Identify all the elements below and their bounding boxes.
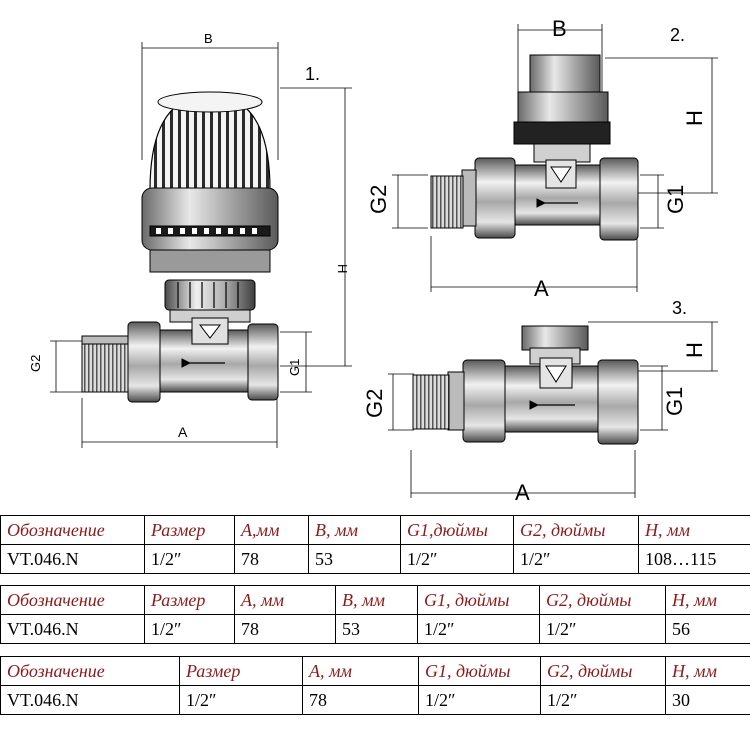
- spec-table-2: Обозначение Размер А, мм В, мм G1, дюймы…: [0, 585, 750, 644]
- view-2-number: 2.: [670, 25, 685, 45]
- valve-view-2: [392, 24, 718, 292]
- spec-table-1: Обозначение Размер А,мм В, мм G1,дюймы G…: [0, 515, 750, 574]
- view-1-number: 1.: [305, 64, 320, 84]
- cell-b: 53: [335, 614, 418, 644]
- table-row: Обозначение Размер А, мм В, мм G1, дюймы…: [0, 585, 750, 615]
- header-g2-inches: G2, дюймы: [540, 656, 666, 686]
- header-g2-inches: G2, дюймы: [513, 515, 639, 545]
- view-1-B-label: B: [204, 31, 213, 46]
- left-thread-3: [412, 374, 450, 430]
- header-designation: Обозначение: [0, 585, 145, 615]
- table-row: VT.046.N 1/2″ 78 1/2″ 1/2″ 30: [0, 685, 750, 715]
- valve-view-3: [388, 321, 718, 498]
- cell-h: 56: [665, 614, 750, 644]
- header-size: Размер: [144, 515, 235, 545]
- header-designation: Обозначение: [0, 656, 180, 686]
- cell-h: 30: [665, 685, 750, 715]
- view-1-A-label: A: [178, 424, 188, 440]
- view-2-H-label: H: [682, 110, 707, 126]
- header-b-mm: В, мм: [335, 585, 418, 615]
- cell-designation: VT.046.N: [0, 685, 180, 715]
- view-3-H-label: H: [682, 342, 707, 358]
- table-row: Обозначение Размер А,мм В, мм G1,дюймы G…: [0, 515, 750, 545]
- cell-size: 1/2″: [179, 685, 303, 715]
- view-3-G1-label: G1: [662, 387, 687, 416]
- right-nut-2: [599, 157, 639, 241]
- cell-g2: 1/2″: [540, 685, 666, 715]
- header-b-mm: В, мм: [308, 515, 401, 545]
- right-nut-3: [597, 359, 639, 445]
- cell-g1: 1/2″: [418, 685, 541, 715]
- header-a-mm: А, мм: [234, 585, 336, 615]
- cell-designation: VT.046.N: [0, 544, 145, 574]
- cell-a: 78: [234, 544, 309, 574]
- header-g1-inches: G1, дюймы: [418, 656, 541, 686]
- view-2-G1-label: G1: [663, 185, 688, 214]
- cell-b: 53: [308, 544, 401, 574]
- header-h-mm: Н, мм: [665, 585, 750, 615]
- valve-drawings: 1. B H G2 G1 A: [28, 16, 718, 505]
- protective-cap-2: [529, 54, 601, 96]
- view-2-B-label: B: [552, 16, 567, 41]
- view-3-G2-label: G2: [362, 389, 387, 418]
- cell-g1: 1/2″: [400, 544, 514, 574]
- cell-g1: 1/2″: [417, 614, 540, 644]
- spec-table-3: Обозначение Размер А, мм G1, дюймы G2, д…: [0, 656, 750, 715]
- table-row: Обозначение Размер А, мм G1, дюймы G2, д…: [0, 656, 750, 686]
- cell-designation: VT.046.N: [0, 614, 145, 644]
- dimension-lines-1: [50, 42, 352, 448]
- view-3-A-label: A: [515, 480, 530, 505]
- view-1-H-label: H: [335, 264, 350, 273]
- header-g1-inches: G1,дюймы: [400, 515, 514, 545]
- header-g2-inches: G2, дюймы: [539, 585, 666, 615]
- cell-a: 78: [234, 614, 336, 644]
- table-row: VT.046.N 1/2″ 78 53 1/2″ 1/2″ 108…115: [0, 544, 750, 574]
- cell-a: 78: [302, 685, 419, 715]
- view-1-G1-label: G1: [287, 359, 302, 376]
- view-2-G2-label: G2: [366, 185, 391, 214]
- view-1-G2-label: G2: [28, 355, 43, 372]
- left-thread-2: [430, 175, 464, 229]
- left-thread: [81, 339, 129, 393]
- cell-g2: 1/2″: [539, 614, 666, 644]
- header-size: Размер: [144, 585, 235, 615]
- header-a-mm: А,мм: [234, 515, 309, 545]
- cell-size: 1/2″: [144, 544, 235, 574]
- view-2-A-label: A: [534, 276, 549, 301]
- thermo-head-ring: [141, 187, 279, 251]
- cell-g2: 1/2″: [513, 544, 639, 574]
- protective-cap-3: [521, 325, 589, 351]
- valve-view-1: [50, 42, 352, 448]
- cell-size: 1/2″: [144, 614, 235, 644]
- header-g1-inches: G1, дюймы: [417, 585, 540, 615]
- header-designation: Обозначение: [0, 515, 145, 545]
- cell-h: 108…115: [638, 544, 750, 574]
- table-row: VT.046.N 1/2″ 78 53 1/2″ 1/2″ 56: [0, 614, 750, 644]
- header-size: Размер: [179, 656, 303, 686]
- header-h-mm: Н, мм: [638, 515, 750, 545]
- right-nut-1: [247, 323, 279, 401]
- view-3-number: 3.: [672, 298, 687, 318]
- header-h-mm: Н, мм: [665, 656, 750, 686]
- header-a-mm: А, мм: [302, 656, 419, 686]
